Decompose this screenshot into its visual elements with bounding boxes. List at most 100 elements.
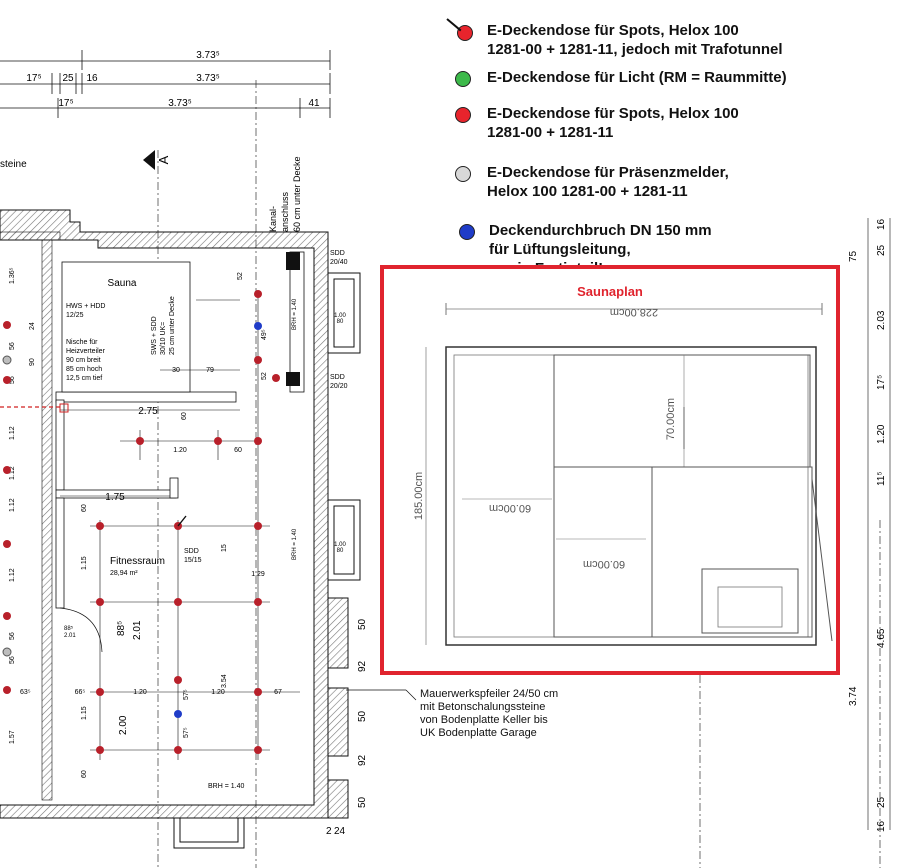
red-marker (59, 403, 69, 413)
height-label: 185.00cm (413, 472, 425, 520)
svg-text:85 cm hoch: 85 cm hoch (66, 366, 102, 373)
dim-575b: 57⁵ (183, 727, 190, 738)
svg-text:2.03: 2.03 (876, 310, 887, 330)
window-label-1: 1.00 (334, 313, 346, 319)
sauna-plan-popup: Saunaplan 228.00cm 185.00cm 70.00cm 60.0… (380, 265, 840, 675)
section-marker-icon (143, 150, 155, 170)
sauna-plan-drawing: 228.00cm 185.00cm 70.00cm 60.00cm 60.00c… (413, 303, 833, 646)
svg-text:25 cm unter Decke: 25 cm unter Decke (169, 296, 176, 355)
dim-top-3: 25 (62, 73, 74, 84)
svg-text:56: 56 (9, 376, 16, 384)
pillar-note: Mauerwerkspfeiler 24/50 cm mit Betonscha… (420, 688, 559, 739)
windows (173, 272, 361, 849)
kanal-box (286, 252, 300, 270)
dim-120b: 1.20 (133, 689, 147, 696)
dim-top-6: 17⁵ (58, 98, 73, 109)
dim-60b: 60 (181, 412, 188, 420)
svg-text:1.20: 1.20 (876, 424, 887, 444)
dot-spot (3, 540, 11, 548)
dot-spot (174, 598, 182, 606)
legend-text-1b: 1281-00 + 1281-11, jedoch mit Trafotunne… (487, 41, 783, 58)
dim-885: 88⁵ (116, 621, 127, 636)
dim-15: 15 (221, 544, 228, 552)
dim-30: 30 (172, 367, 180, 374)
upper-bench-label: 70.00cm (665, 398, 677, 440)
dim-635: 63⁵ (20, 689, 31, 696)
dot-spot (174, 746, 182, 754)
legend-text-2: E-Deckendose für Licht (RM = Raummitte) (487, 69, 787, 86)
right-bench (651, 466, 813, 638)
dim-top-5: 3.73⁵ (196, 73, 220, 84)
dot-spot (3, 466, 11, 474)
left-edge-label: steine (0, 159, 27, 170)
dim-354: 3.54 (221, 674, 228, 688)
sdd-box (286, 372, 300, 386)
dim-60d: 60 (81, 770, 88, 778)
svg-text:92: 92 (357, 660, 368, 672)
dim-115b: 1.15 (81, 706, 88, 720)
sauna-oven (701, 568, 799, 634)
dim-60c: 60 (81, 504, 88, 512)
svg-text:50: 50 (357, 618, 368, 630)
svg-text:4.65: 4.65 (876, 628, 887, 648)
svg-text:30/10 UK=: 30/10 UK= (160, 322, 167, 355)
svg-text:3.74: 3.74 (848, 686, 859, 706)
legend-text-5b: für Lüftungsleitung, (489, 241, 631, 258)
dim-275: 2.75 (138, 406, 158, 417)
nische-label: Nische für (66, 339, 98, 346)
dot-spot (96, 522, 104, 530)
dot-spot (254, 598, 262, 606)
svg-text:92: 92 (357, 754, 368, 766)
right-dimensions: 16 25 75 2.03 17⁵ 1.20 11⁵ 4.65 3.74 25 … (848, 218, 891, 832)
svg-text:12/25: 12/25 (66, 312, 84, 319)
dim-120: 1.20 (173, 447, 187, 454)
window-label-2: 1.00 (334, 542, 346, 548)
dim-60: 60 (234, 447, 242, 454)
svg-text:20/40: 20/40 (330, 259, 348, 266)
dot-vent (254, 322, 262, 330)
svg-text:25: 25 (876, 244, 887, 256)
dim-2: 2 (326, 826, 332, 837)
legend-text-3b: 1281-00 + 1281-11 (487, 124, 614, 141)
brh-label-bottom: BRH = 1.40 (208, 783, 244, 790)
dot-spot (174, 676, 182, 684)
svg-text:75: 75 (848, 250, 859, 262)
sdd-label-1: SDD (330, 250, 345, 257)
svg-text:56: 56 (9, 656, 16, 664)
dot-spot (254, 688, 262, 696)
upper-bench (553, 354, 811, 468)
dot-vent (174, 710, 182, 718)
dot-spot (96, 598, 104, 606)
dot-spot (254, 522, 262, 530)
door-swing (59, 607, 103, 653)
svg-text:50: 50 (357, 710, 368, 722)
dim-24: 24 (334, 826, 346, 837)
dot-presence (2, 355, 12, 365)
svg-text:1.12: 1.12 (9, 426, 16, 440)
sdd-label-2: SDD (330, 374, 345, 381)
room-sauna-label: Sauna (108, 278, 137, 289)
svg-text:15/15: 15/15 (184, 557, 202, 564)
blue-dot-icon (459, 224, 475, 240)
legend-text-5a: Deckendurchbruch DN 150 mm (489, 222, 712, 239)
kanal-label: Kanal- (268, 206, 278, 232)
dim-52: 52 (237, 272, 244, 280)
sdd-label-fitness: SDD (184, 548, 199, 555)
svg-text:20/20: 20/20 (330, 383, 348, 390)
dot-spot (254, 746, 262, 754)
svg-text:1.12: 1.12 (9, 466, 16, 480)
legend-text-3a: E-Deckendose für Spots, Helox 100 (487, 105, 739, 122)
svg-text:2.01: 2.01 (64, 633, 76, 639)
svg-text:56: 56 (9, 632, 16, 640)
walls (0, 209, 329, 819)
brh-label-2: BRH = 1.40 (292, 528, 298, 560)
middle-bench-label: 60.00cm (583, 558, 625, 570)
left-dimensions: 1.36⁵ 56 56 90 24 1.12 1.12 1.12 1.12 56… (9, 267, 36, 744)
svg-text:Heizverteiler: Heizverteiler (66, 348, 106, 355)
svg-text:80: 80 (337, 319, 344, 325)
dim-top-7: 3.73⁵ (168, 98, 192, 109)
svg-text:60 cm unter Decke: 60 cm unter Decke (292, 156, 302, 232)
dim-200: 2.00 (118, 715, 129, 735)
dim-129: 1.29 (251, 571, 265, 578)
dot-spot (3, 321, 11, 329)
